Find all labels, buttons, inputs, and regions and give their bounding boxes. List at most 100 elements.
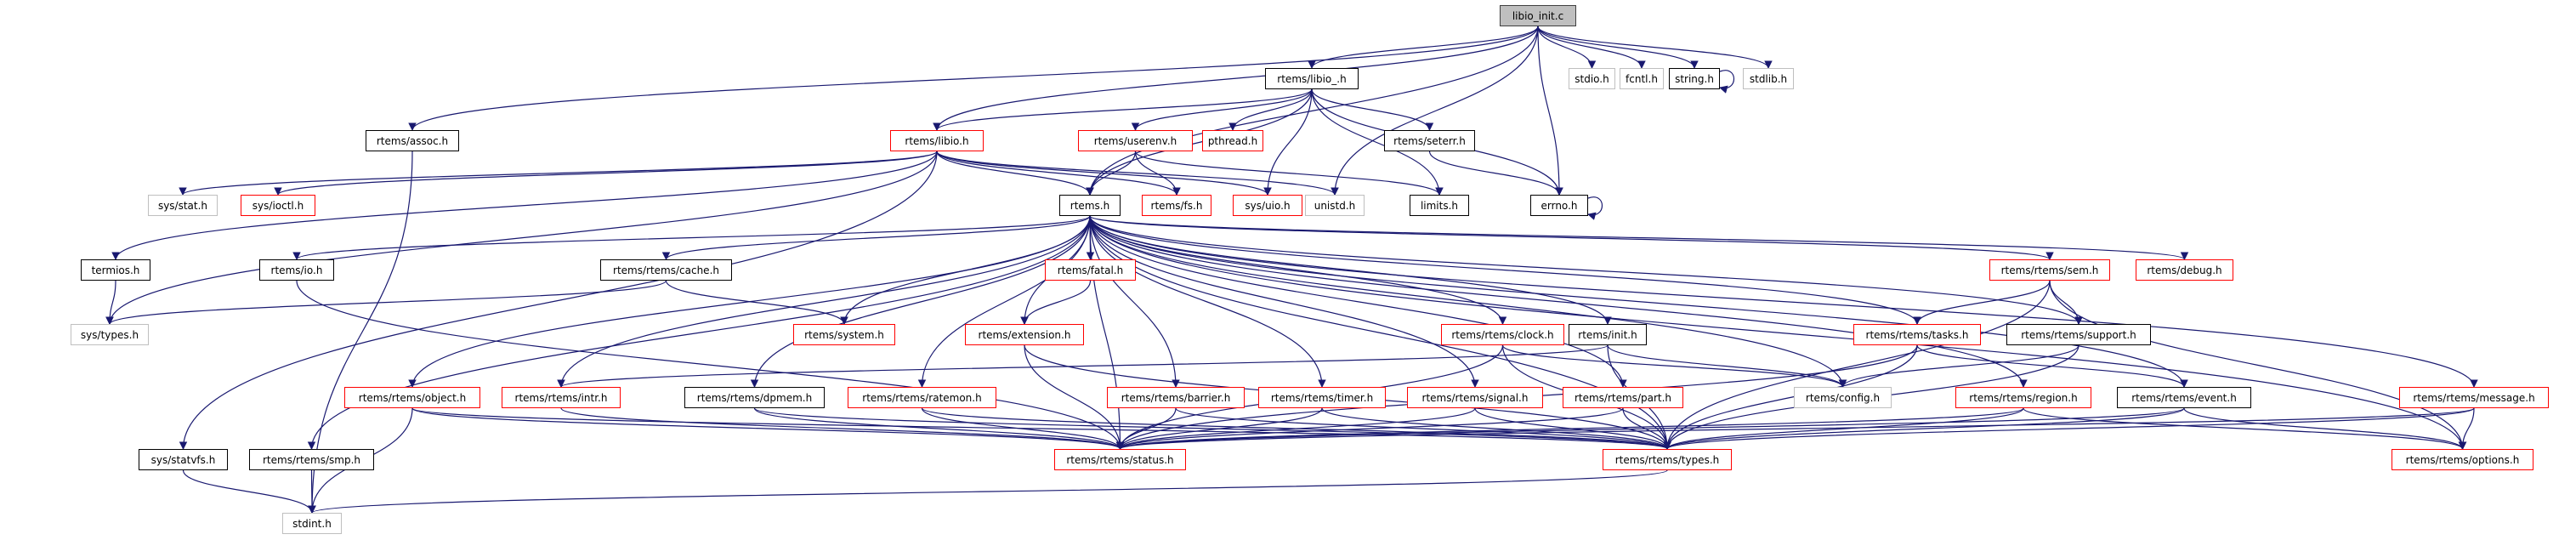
header-node-rtems-init-h[interactable]: rtems/init.h <box>1569 324 1647 345</box>
include-edge-rtems-rtems-sem-h-to-rtems-rtems-tasks-h <box>1913 280 2051 325</box>
node-label: rtems/rtems/timer.h <box>1270 391 1374 404</box>
header-node-rtems-rtems-object-h[interactable]: rtems/rtems/object.h <box>344 387 480 408</box>
header-node-stdint-h[interactable]: stdint.h <box>282 513 342 534</box>
header-node-sys-ioctl-h[interactable]: sys/ioctl.h <box>241 195 315 216</box>
node-label: rtems/rtems/intr.h <box>514 391 608 404</box>
node-label: stdio.h <box>1575 72 1609 85</box>
node-label: sys/ioctl.h <box>252 199 304 212</box>
include-edge-rtems-libio--h-to-rtems-libio-h <box>933 88 1313 131</box>
header-node-rtems-rtems-timer-h[interactable]: rtems/rtems/timer.h <box>1258 387 1386 408</box>
header-node-stdlib-h[interactable]: stdlib.h <box>1743 68 1794 89</box>
header-node-rtems-rtems-clock-h[interactable]: rtems/rtems/clock.h <box>1441 324 1564 345</box>
header-node-rtems-libio-h[interactable]: rtems/libio.h <box>890 130 984 151</box>
include-edge-rtems-h-to-rtems-rtems-status-h <box>1089 215 1125 450</box>
include-edge-rtems-h-to-rtems-rtems-options-h <box>1089 215 2467 450</box>
header-node-rtems-rtems-message-h[interactable]: rtems/rtems/message.h <box>2399 387 2549 408</box>
header-node-rtems-seterr-h[interactable]: rtems/seterr.h <box>1384 130 1475 151</box>
include-edge-rtems-libio--h-to-rtems-userenv-h <box>1131 88 1313 131</box>
include-edge-rtems-rtems-message-h-to-rtems-rtems-status-h <box>1116 407 2475 450</box>
include-edge-sys-statvfs-h-to-stdint-h <box>182 469 316 514</box>
node-label: rtems/rtems/signal.h <box>1421 391 1529 404</box>
header-node-rtems-rtems-barrier-h[interactable]: rtems/rtems/barrier.h <box>1107 387 1245 408</box>
header-node-sys-uio-h[interactable]: sys/uio.h <box>1233 195 1302 216</box>
include-edge-rtems-init-h-to-rtems-rtems-intr-h <box>557 344 1609 388</box>
header-node-rtems-extension-h[interactable]: rtems/extension.h <box>965 324 1084 345</box>
include-edge-libio-init-c-to-rtems-assoc-h <box>408 26 1539 131</box>
include-edge-rtems-h-to-rtems-debug-h <box>1089 215 2188 260</box>
header-node-unistd-h[interactable]: unistd.h <box>1305 195 1365 216</box>
node-label: rtems/rtems/object.h <box>358 391 467 404</box>
header-node-rtems-rtems-ratemon-h[interactable]: rtems/rtems/ratemon.h <box>848 387 996 408</box>
header-node-string-h[interactable]: string.h <box>1669 68 1720 89</box>
node-label: rtems/rtems/region.h <box>1969 391 2078 404</box>
header-node-rtems-rtems-options-h[interactable]: rtems/rtems/options.h <box>2392 449 2533 470</box>
node-label: rtems/system.h <box>804 328 884 341</box>
include-edge-rtems-rtems-barrier-h-to-rtems-rtems-types-h <box>1175 407 1671 450</box>
header-node-sys-types-h[interactable]: sys/types.h <box>71 324 149 345</box>
header-node-rtems-assoc-h[interactable]: rtems/assoc.h <box>366 130 459 151</box>
header-node-pthread-h[interactable]: pthread.h <box>1202 130 1263 151</box>
include-edge-rtems-libio--h-to-rtems-h <box>1086 88 1313 196</box>
include-edge-rtems-libio-h-to-sys-ioctl-h <box>274 151 938 196</box>
header-node-errno-h[interactable]: errno.h <box>1530 195 1588 216</box>
include-edge-rtems-userenv-h-to-rtems-h <box>1086 151 1137 196</box>
header-node-sys-stat-h[interactable]: sys/stat.h <box>148 195 218 216</box>
header-node-rtems-fatal-h[interactable]: rtems/fatal.h <box>1045 259 1136 281</box>
header-node-rtems-rtems-event-h[interactable]: rtems/rtems/event.h <box>2117 387 2251 408</box>
header-node-rtems-h[interactable]: rtems.h <box>1059 195 1121 216</box>
include-edge-rtems-rtems-cache-h-to-rtems-system-h <box>665 280 848 325</box>
header-node-rtems-rtems-sem-h[interactable]: rtems/rtems/sem.h <box>1989 259 2110 281</box>
header-node-limits-h[interactable]: limits.h <box>1410 195 1469 216</box>
node-label: rtems/rtems/cache.h <box>613 264 719 276</box>
header-node-termios-h[interactable]: termios.h <box>81 259 150 281</box>
header-node-rtems-rtems-region-h[interactable]: rtems/rtems/region.h <box>1955 387 2091 408</box>
include-edge-rtems-libio-h-to-unistd-h <box>936 151 1339 196</box>
header-node-rtems-rtems-smp-h[interactable]: rtems/rtems/smp.h <box>249 449 374 470</box>
header-node-rtems-debug-h[interactable]: rtems/debug.h <box>2136 259 2233 281</box>
header-node-rtems-rtems-cache-h[interactable]: rtems/rtems/cache.h <box>600 259 732 281</box>
node-label: rtems/libio.h <box>905 134 969 147</box>
include-edge-rtems-io-h-to-rtems-rtems-status-h <box>296 280 1125 450</box>
include-edge-rtems-libio-h-to-rtems-h <box>936 151 1094 196</box>
header-node-fcntl-h[interactable]: fcntl.h <box>1620 68 1664 89</box>
node-label: rtems/debug.h <box>2147 264 2222 276</box>
header-node-rtems-rtems-types-h[interactable]: rtems/rtems/types.h <box>1603 449 1732 470</box>
include-edge-rtems-h-to-rtems-rtems-part-h <box>1089 215 1627 388</box>
include-edge-rtems-h-to-rtems-rtems-dpmem-h <box>750 215 1091 388</box>
header-node-rtems-system-h[interactable]: rtems/system.h <box>793 324 895 345</box>
include-edge-rtems-libio-h-to-sys-statvfs-h <box>179 151 938 450</box>
include-edge-libio-init-c-to-rtems-libio-h <box>933 26 1539 131</box>
include-edge-rtems-h-to-rtems-rtems-clock-h <box>1089 215 1507 325</box>
header-node-rtems-fs-h[interactable]: rtems/fs.h <box>1142 195 1211 216</box>
include-edge-rtems-h-to-rtems-rtems-message-h <box>1089 215 2478 388</box>
include-edge-rtems-rtems-types-h-to-stdint-h <box>308 469 1668 514</box>
header-node-rtems-rtems-support-h[interactable]: rtems/rtems/support.h <box>2006 324 2151 345</box>
header-node-rtems-libio--h[interactable]: rtems/libio_.h <box>1265 68 1359 89</box>
include-edge-rtems-h-to-rtems-config-h <box>1089 215 1847 388</box>
header-node-rtems-rtems-status-h[interactable]: rtems/rtems/status.h <box>1054 449 1186 470</box>
node-label: rtems/io.h <box>270 264 323 276</box>
header-node-rtems-rtems-signal-h[interactable]: rtems/rtems/signal.h <box>1407 387 1543 408</box>
node-label: rtems/init.h <box>1578 328 1637 341</box>
node-label: rtems/assoc.h <box>376 134 449 147</box>
header-node-rtems-rtems-dpmem-h[interactable]: rtems/rtems/dpmem.h <box>684 387 825 408</box>
header-node-stdio-h[interactable]: stdio.h <box>1569 68 1615 89</box>
include-edge-rtems-rtems-dpmem-h-to-rtems-rtems-types-h <box>753 407 1671 450</box>
header-node-rtems-rtems-part-h[interactable]: rtems/rtems/part.h <box>1563 387 1683 408</box>
header-node-sys-statvfs-h[interactable]: sys/statvfs.h <box>139 449 228 470</box>
node-label: rtems/rtems/clock.h <box>1451 328 1554 341</box>
node-label: rtems.h <box>1070 199 1110 212</box>
header-node-rtems-io-h[interactable]: rtems/io.h <box>259 259 334 281</box>
include-edge-rtems-libio--h-to-rtems-seterr-h <box>1311 88 1434 131</box>
include-edge-libio-init-c-to-errno-h <box>1537 26 1563 196</box>
node-label: limits.h <box>1420 199 1459 212</box>
header-node-rtems-rtems-tasks-h[interactable]: rtems/rtems/tasks.h <box>1853 324 1981 345</box>
header-node-rtems-config-h[interactable]: rtems/config.h <box>1794 387 1892 408</box>
node-label: termios.h <box>91 264 140 276</box>
include-edge-rtems-h-to-rtems-rtems-region-h <box>1089 215 2028 388</box>
include-edge-rtems-rtems-timer-h-to-rtems-rtems-status-h <box>1115 407 1323 450</box>
include-edge-rtems-rtems-ratemon-h-to-rtems-rtems-status-h <box>921 407 1125 450</box>
header-node-rtems-rtems-intr-h[interactable]: rtems/rtems/intr.h <box>502 387 621 408</box>
header-node-rtems-userenv-h[interactable]: rtems/userenv.h <box>1078 130 1193 151</box>
include-edge-rtems-rtems-event-h-to-rtems-rtems-options-h <box>2183 407 2467 450</box>
